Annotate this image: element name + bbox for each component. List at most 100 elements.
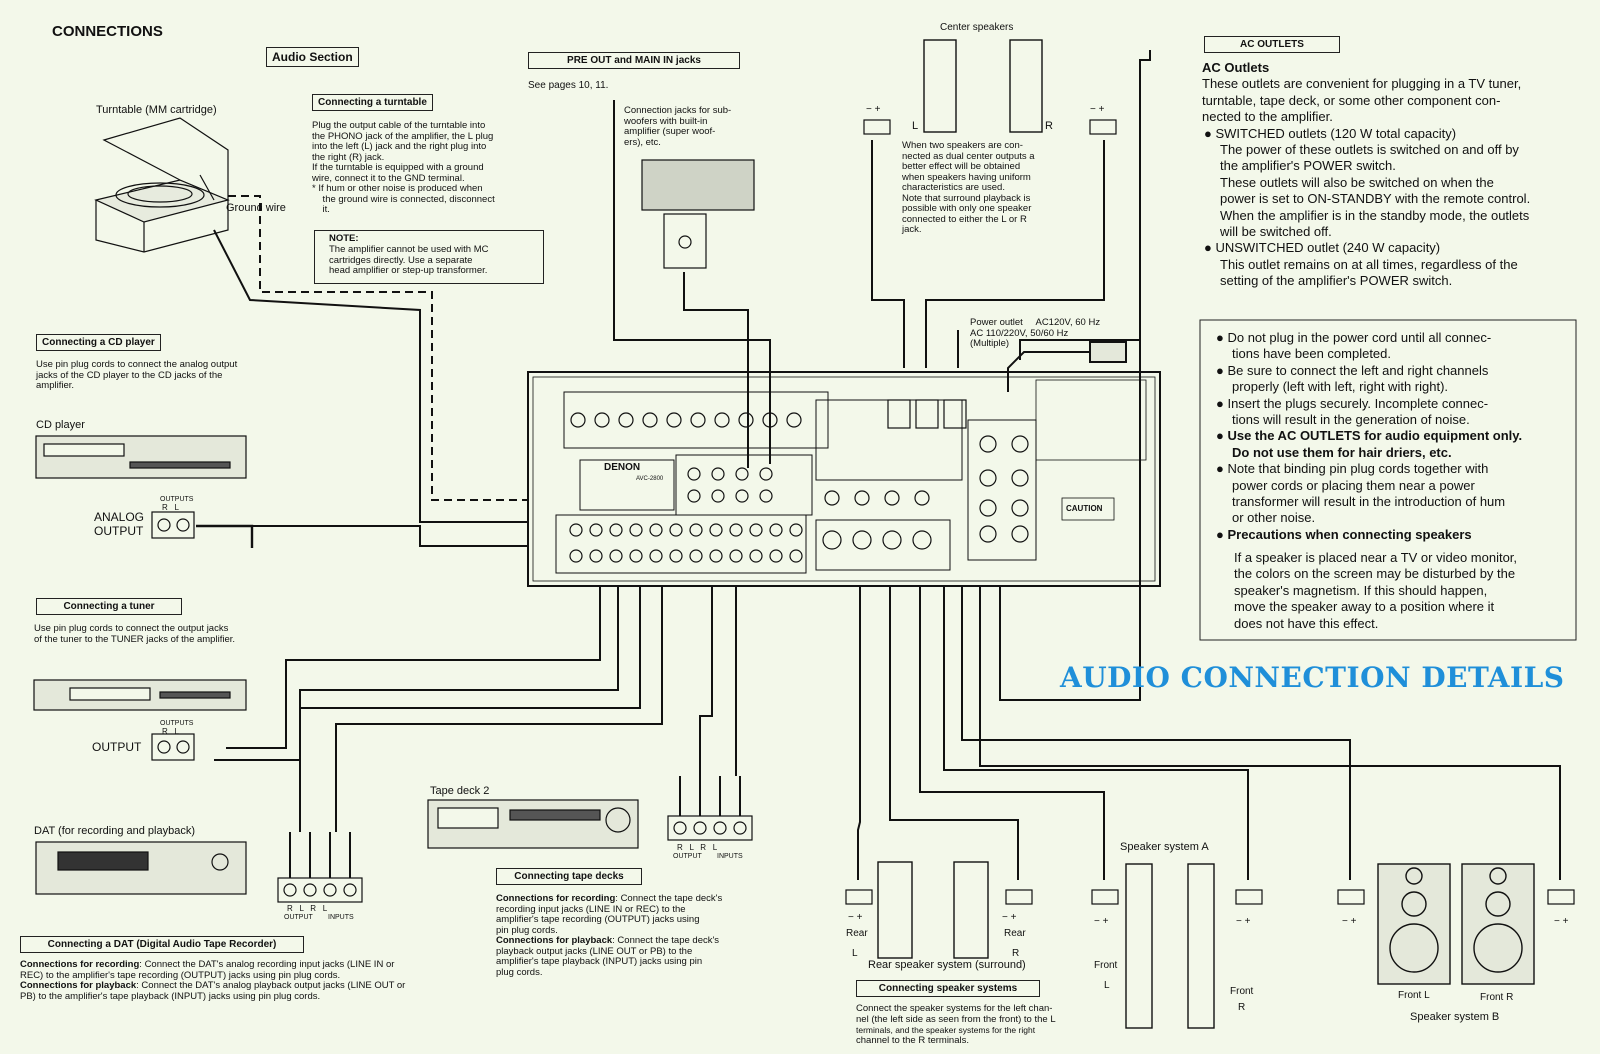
caution-item-line: properly (left with left, right with rig… — [1232, 379, 1449, 395]
center-pm-r: − + — [1090, 104, 1105, 115]
cd-rl: R L — [162, 503, 179, 512]
tt-line: into the left (L) jack and the right plu… — [312, 141, 487, 152]
speakers-box: Connecting speaker systems — [856, 980, 1040, 997]
dat-rec-title: Connections for recording — [20, 959, 140, 970]
tape-line: : Connect the tape deck's — [615, 893, 723, 904]
front-l-letter: L — [1104, 980, 1110, 991]
subwoofer-text: Connection jacks for sub- woofers with b… — [624, 105, 764, 148]
dat-line: REC) to the amplifier's tape recording (… — [20, 969, 341, 981]
jack — [669, 549, 683, 563]
speaker-terminals — [845, 119, 1575, 905]
pm-rear-r: − + — [1002, 912, 1017, 923]
jack — [649, 549, 663, 563]
center-line: connected to either the L or R — [902, 213, 1027, 225]
preout-see: See pages 10, 11. — [528, 80, 609, 91]
jack — [618, 412, 634, 428]
caution-item-line: ● Use the AC OUTLETS for audio equipment… — [1216, 428, 1523, 444]
cd-line: jacks of the CD player to the CD jacks o… — [36, 369, 223, 381]
jack — [687, 489, 701, 503]
jack — [786, 412, 802, 428]
tt-line: * If hum or other noise is produced when — [312, 183, 483, 194]
cd-analog: ANALOG — [94, 510, 145, 524]
caution-item-line: Do not use them for hair driers, etc. — [1232, 444, 1452, 460]
ac-line: The power of these outlets is switched o… — [1220, 142, 1519, 158]
sub-line: amplifier (super woof- — [624, 126, 716, 137]
jack — [979, 525, 997, 543]
tape-line: recording input jacks (LINE IN or REC) t… — [496, 903, 686, 915]
tt-line: the PHONO jack of the amplifier, the L p… — [312, 130, 494, 142]
speaker-system-a — [1125, 863, 1215, 1029]
jack — [689, 549, 703, 563]
system-a-label: Speaker system A — [1120, 841, 1209, 853]
tape-line: playback output jacks (LINE OUT or PB) t… — [496, 945, 693, 957]
jack — [735, 489, 749, 503]
caution-item-line: ● Insert the plugs securely. Incomplete … — [1216, 395, 1489, 411]
center-line: possible with only one speaker — [902, 203, 1032, 214]
amplifier-rear-panel — [527, 371, 1161, 587]
caution-item-line: tions have been completed. — [1232, 346, 1391, 362]
system-b-label: Speaker system B — [1410, 1011, 1500, 1023]
ac-line: will be switched off. — [1220, 224, 1332, 240]
center-line: nected as dual center outputs a — [902, 150, 1035, 162]
caution-list: ● Do not plug in the power cord until al… — [1212, 330, 1574, 543]
cd-box: Connecting a CD player — [36, 334, 161, 351]
ac-line: This outlet remains on at all times, reg… — [1220, 256, 1518, 272]
jack — [884, 490, 900, 506]
amp-model: AVC-2800 — [636, 476, 664, 482]
ac-line: setting of the amplifier's POWER switch. — [1220, 273, 1453, 289]
tape-jack-labels: R L R L — [677, 843, 718, 852]
jack — [714, 412, 730, 428]
jack — [789, 549, 803, 563]
center-line: characteristics are used. — [902, 182, 1005, 193]
jack — [649, 523, 663, 537]
tape-deck-device — [427, 799, 639, 849]
pm-b-r: − + — [1554, 916, 1569, 927]
caution-item-line: ● Be sure to connect the left and right … — [1216, 362, 1489, 378]
tape-play: Connections for playback: Connect the ta… — [496, 935, 766, 947]
caution-box — [1199, 319, 1577, 641]
jack — [666, 412, 682, 428]
turntable-box: Connecting a turntable — [312, 94, 433, 111]
jack — [709, 523, 723, 537]
turntable-device — [94, 117, 230, 253]
center-line: When two speakers are con- — [902, 140, 1023, 151]
jack — [738, 412, 754, 428]
dat-output: OUTPUT — [284, 914, 313, 921]
caution-line: speaker's magnetism. If this should happ… — [1234, 582, 1488, 598]
jack — [912, 530, 932, 550]
subwoofer-device — [641, 159, 755, 269]
note-line: cartridges directly. Use a separate — [329, 254, 473, 266]
jack — [589, 523, 603, 537]
jack — [1011, 469, 1029, 487]
caution-last: If a speaker is placed near a TV or vide… — [1234, 550, 1574, 632]
note-line: The amplifier cannot be used with MC — [329, 244, 489, 255]
jack — [769, 523, 783, 537]
jack — [852, 530, 872, 550]
caution-item-line: tions will result in the generation of n… — [1232, 412, 1470, 428]
ac-outlets-section: AC Outlets These outlets are convenient … — [1202, 60, 1582, 290]
tape-line: amplifier's tape playback (INPUT) jacks … — [496, 956, 703, 967]
dat-inputs: INPUTS — [328, 914, 354, 921]
dat-box: Connecting a DAT (Digital Audio Tape Rec… — [20, 936, 304, 953]
jack — [914, 490, 930, 506]
dat-text: Connections for recording: Connect the D… — [20, 959, 490, 1002]
power-outlet-text: Power outlet AC120V, 60 Hz AC 110/220V, … — [970, 317, 1150, 350]
jack — [629, 549, 643, 563]
front-l-label: Front — [1094, 960, 1118, 971]
tape-text: Connections for recording: Connect the t… — [496, 893, 766, 978]
front-r-letter: R — [1238, 1002, 1246, 1013]
jack — [759, 489, 773, 503]
pm-a-r: − + — [1236, 916, 1251, 927]
dat-rec: Connections for recording: Connect the D… — [20, 959, 490, 971]
note-text: The amplifier cannot be used with MC car… — [329, 244, 539, 277]
jack — [711, 489, 725, 503]
tt-line: the right (R) jack. — [312, 151, 385, 163]
spk-line: nel (the left side as seen from the fron… — [856, 1013, 1056, 1025]
cd-output: OUTPUT — [94, 524, 144, 538]
dat-device — [35, 841, 247, 895]
tt-line: it. — [312, 204, 330, 215]
center-speakers — [923, 39, 1043, 133]
note-title: NOTE: — [329, 233, 359, 244]
jack — [689, 523, 703, 537]
jack — [749, 549, 763, 563]
